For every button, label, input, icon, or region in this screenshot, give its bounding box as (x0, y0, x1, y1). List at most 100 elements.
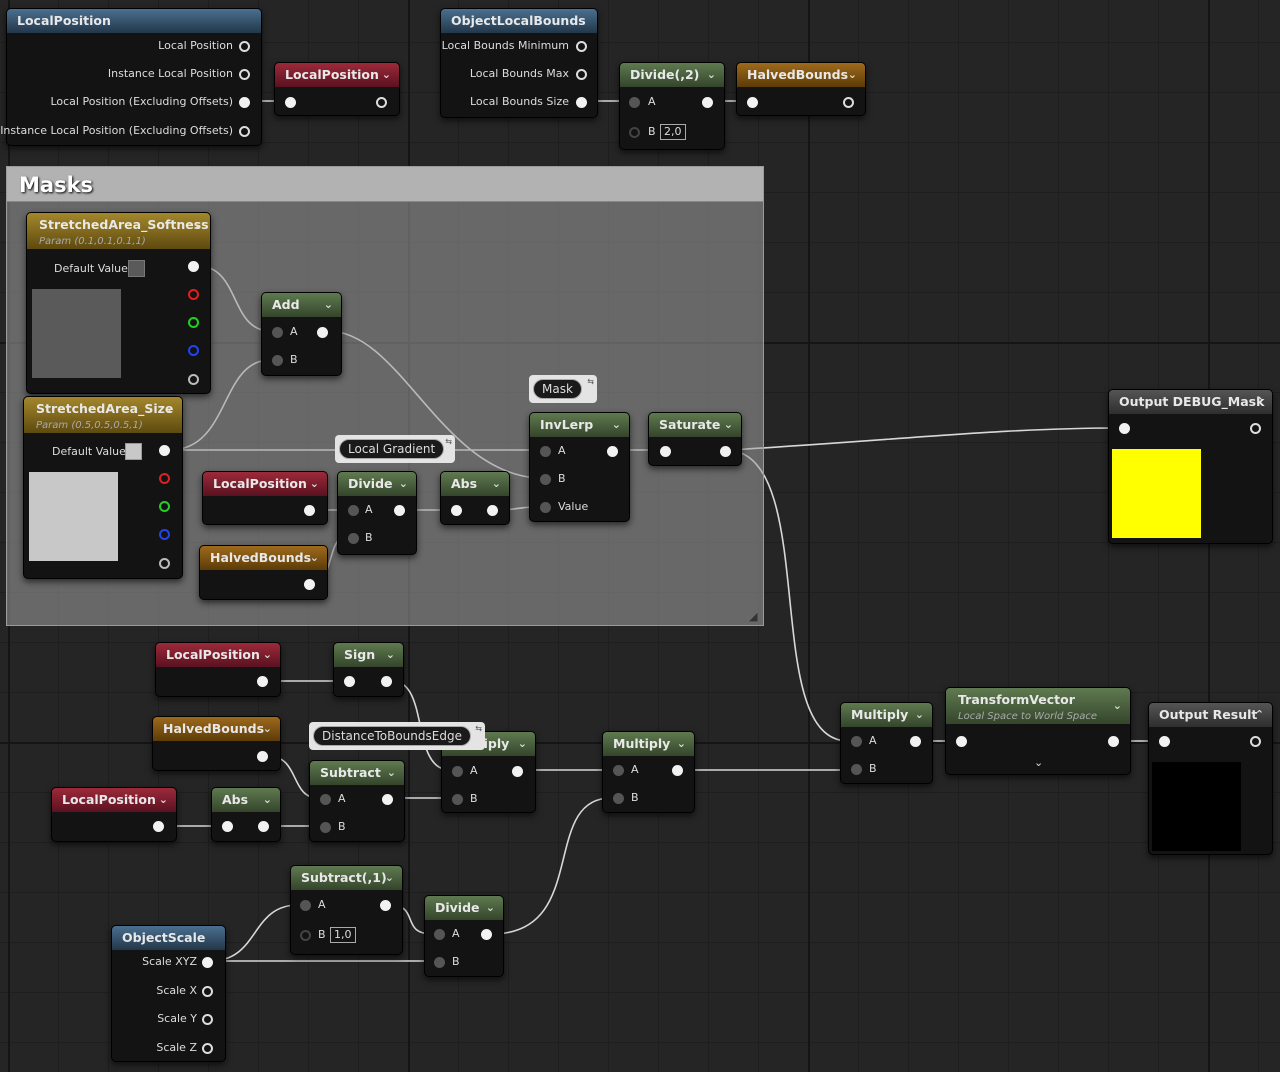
chevron-up-icon[interactable]: ⌃ (1254, 395, 1264, 408)
output-pin[interactable] (702, 97, 713, 108)
node-header[interactable]: Subtract(,1)⌄ (291, 866, 402, 890)
input-pin[interactable] (540, 446, 551, 457)
output-pin[interactable] (257, 676, 268, 687)
output-pin[interactable] (376, 97, 387, 108)
output-pin-g[interactable] (188, 317, 199, 328)
halved-bounds-low-node[interactable]: HalvedBounds⌄ (152, 716, 281, 771)
input-pin[interactable] (851, 764, 862, 775)
output-pin[interactable] (380, 900, 391, 911)
chevron-down-icon[interactable]: ⌄ (723, 418, 733, 431)
output-pin[interactable] (202, 986, 213, 997)
multiply-2-node[interactable]: Multiply⌄ A B (602, 731, 695, 813)
saturate-node[interactable]: Saturate⌄ (648, 412, 742, 466)
default-value-swatch[interactable] (125, 443, 142, 460)
input-pin[interactable] (320, 822, 331, 833)
node-header[interactable]: Abs⌄ (441, 472, 509, 496)
node-header[interactable]: LocalPosition⌄ (203, 472, 327, 496)
node-header[interactable]: ObjectScale (112, 926, 225, 950)
chevron-down-icon[interactable]: ⌄ (158, 793, 168, 806)
node-header[interactable]: InvLerp⌄ (530, 413, 629, 437)
output-pin[interactable] (512, 766, 523, 777)
node-header[interactable]: Add⌄ (262, 293, 341, 317)
input-pin[interactable] (956, 736, 967, 747)
divide-mask-node[interactable]: Divide⌄ A B (337, 471, 417, 555)
chevron-down-icon[interactable]: ⌄ (381, 68, 391, 81)
abs-mask-node[interactable]: Abs⌄ (440, 471, 510, 525)
output-pin[interactable] (202, 1043, 213, 1054)
input-pin[interactable] (434, 929, 445, 940)
node-header[interactable]: HalvedBounds⌄ (200, 546, 327, 570)
input-pin[interactable] (434, 957, 445, 968)
node-header[interactable]: Output Result⌃ (1149, 703, 1272, 727)
input-pin[interactable] (613, 793, 624, 804)
input-pin[interactable] (222, 821, 233, 832)
output-pin[interactable] (304, 579, 315, 590)
chevron-down-icon[interactable]: ⌄ (491, 477, 501, 490)
input-pin[interactable] (300, 900, 311, 911)
mask-reroute-tag[interactable]: Mask ⇆ (529, 375, 597, 403)
output-pin[interactable] (304, 505, 315, 516)
output-pin[interactable] (1250, 423, 1261, 434)
chevron-down-icon[interactable]: ⌄ (385, 648, 395, 661)
input-pin[interactable] (660, 446, 671, 457)
output-pin[interactable] (258, 821, 269, 832)
output-pin[interactable] (239, 41, 250, 52)
output-pin[interactable] (487, 505, 498, 516)
node-header[interactable]: Output DEBUG_Mask⌃ (1109, 390, 1272, 414)
chevron-down-icon[interactable]: ⌄ (914, 708, 924, 721)
object-scale-node[interactable]: ObjectScale Scale XYZ Scale X Scale Y Sc… (111, 925, 226, 1062)
output-pin-rgba[interactable] (188, 261, 199, 272)
output-pin[interactable] (153, 821, 164, 832)
subtract-node[interactable]: Subtract⌄ A B (309, 760, 405, 842)
chevron-down-icon[interactable]: ⌄ (847, 68, 857, 81)
input-pin[interactable] (1119, 423, 1130, 434)
chevron-down-icon[interactable]: ⌄ (706, 68, 716, 81)
input-pin[interactable] (300, 930, 311, 941)
input-pin[interactable] (851, 736, 862, 747)
output-pin[interactable] (576, 41, 587, 52)
resize-grip-icon[interactable]: ◢ (749, 610, 758, 623)
chevron-down-icon[interactable]: ⌄ (611, 418, 621, 431)
input-pin[interactable] (348, 533, 359, 544)
output-pin[interactable] (202, 1014, 213, 1025)
node-header[interactable]: Divide⌄ (425, 896, 503, 920)
local-position-sign-node[interactable]: LocalPosition⌄ (155, 642, 281, 697)
output-pin[interactable] (843, 97, 854, 108)
output-pin[interactable] (239, 126, 250, 137)
input-pin[interactable] (272, 355, 283, 366)
chevron-up-icon[interactable]: ⌃ (192, 224, 202, 237)
output-pin[interactable] (910, 736, 921, 747)
output-debug-mask-node[interactable]: Output DEBUG_Mask⌃ (1108, 389, 1273, 544)
chevron-down-icon[interactable]: ⌄ (262, 793, 272, 806)
output-pin-r[interactable] (188, 289, 199, 300)
input-pin[interactable] (344, 676, 355, 687)
output-pin-g[interactable] (159, 501, 170, 512)
chevron-down-icon[interactable]: ⌄ (386, 766, 396, 779)
chevron-down-icon[interactable]: ⌄ (309, 477, 319, 490)
local-position-param-node[interactable]: LocalPosition⌄ (274, 62, 400, 116)
abs-low-node[interactable]: Abs⌄ (211, 787, 281, 842)
node-header[interactable]: HalvedBounds⌄ (737, 63, 865, 87)
output-pin[interactable] (239, 97, 250, 108)
sign-node[interactable]: Sign⌄ (333, 642, 404, 697)
chevron-down-icon[interactable]: ⌄ (262, 648, 272, 661)
input-pin[interactable] (451, 505, 462, 516)
output-pin[interactable] (720, 446, 731, 457)
node-header[interactable]: HalvedBounds⌄ (153, 717, 280, 741)
chevron-down-icon[interactable]: ⌄ (309, 551, 319, 564)
distance-reroute-tag[interactable]: DistanceToBoundsEdge ⇆ (309, 722, 485, 750)
chevron-down-icon[interactable]: ⌄ (485, 901, 495, 914)
input-pin[interactable] (452, 794, 463, 805)
output-pin-b[interactable] (159, 529, 170, 540)
input-pin[interactable] (540, 474, 551, 485)
input-pin[interactable] (285, 97, 296, 108)
chevron-down-icon[interactable]: ⌄ (517, 737, 527, 750)
output-pin[interactable] (672, 765, 683, 776)
object-local-bounds-node[interactable]: ObjectLocalBounds Local Bounds Minimum L… (440, 8, 598, 118)
output-result-node[interactable]: Output Result⌃ (1148, 702, 1273, 855)
node-header[interactable]: Abs⌄ (212, 788, 280, 812)
